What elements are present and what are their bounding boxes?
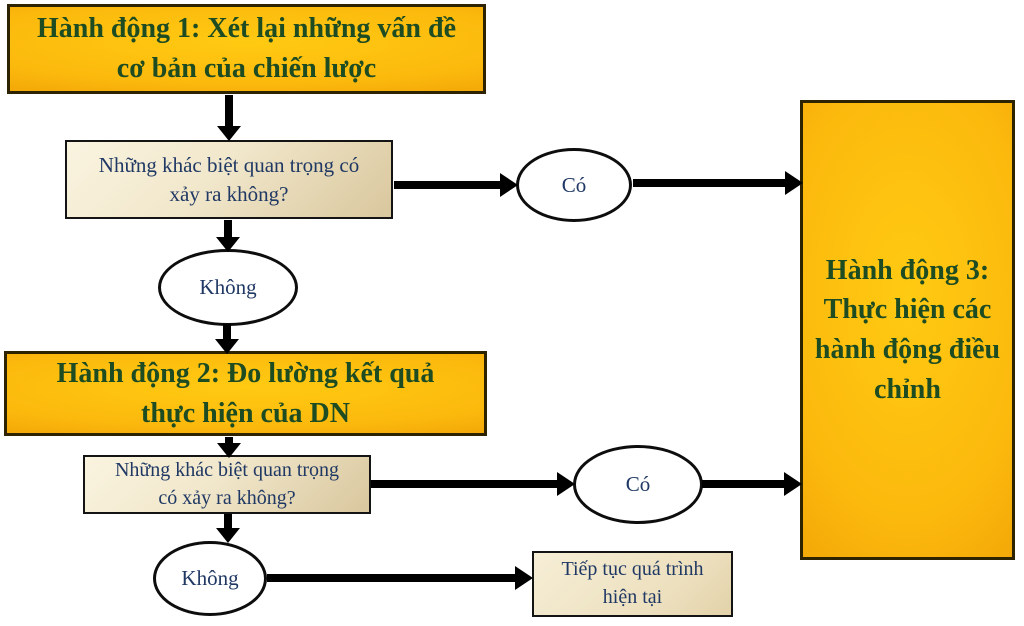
arrow-head (215, 339, 239, 354)
no2-label: Không (181, 566, 239, 591)
arrow-action2-to-question2 (217, 437, 241, 458)
yes1-label: Có (561, 172, 587, 197)
arrow-head (217, 443, 241, 458)
arrow-action1-to-question1 (217, 95, 241, 141)
arrow-no2-to-continue (267, 566, 533, 590)
arrow-head (784, 472, 802, 496)
arrow-shaft (224, 220, 232, 240)
question2-box: Những khác biệt quan trọng có xảy ra khô… (83, 455, 371, 514)
yes1-ellipse: Có (516, 148, 632, 222)
no1-ellipse: Không (158, 249, 298, 326)
arrow-yes1-to-action3 (633, 171, 803, 195)
arrow-head (216, 528, 240, 543)
arrow-shaft (225, 437, 233, 446)
action1-label: Hành động 1: Xét lại những vấn đề cơ bản… (36, 13, 456, 84)
arrow-question1-to-yes1 (394, 173, 518, 197)
arrow-shaft (223, 324, 231, 342)
arrow-head (216, 237, 240, 252)
arrow-head (557, 472, 575, 496)
question1-label: Những khác biệt quan trọng có xảy ra khô… (98, 152, 360, 206)
arrow-head (515, 566, 533, 590)
arrow-shaft (702, 480, 788, 488)
arrow-no1-to-action2 (215, 324, 239, 354)
action1-box: Hành động 1: Xét lại những vấn đề cơ bản… (7, 4, 486, 94)
arrow-yes2-to-action3 (702, 472, 802, 496)
arrow-shaft (633, 179, 789, 187)
continue-label: Tiếp tục quá trình hiện tại (561, 558, 704, 608)
arrow-question2-to-yes2 (371, 472, 575, 496)
continue-box: Tiếp tục quá trình hiện tại (532, 551, 733, 617)
arrow-shaft (224, 514, 232, 531)
arrow-head (500, 173, 518, 197)
arrow-question1-to-no1 (216, 220, 240, 252)
action2-label: Hành động 2: Đo lường kết quả thực hiện … (56, 357, 435, 429)
question2-label: Những khác biệt quan trọng có xảy ra khô… (114, 458, 340, 509)
question1-box: Những khác biệt quan trọng có xảy ra khô… (65, 140, 393, 219)
yes2-label: Có (625, 472, 651, 497)
no2-ellipse: Không (153, 541, 267, 616)
arrow-shaft (225, 95, 233, 129)
arrow-shaft (371, 480, 561, 488)
arrow-head (217, 126, 241, 141)
yes2-ellipse: Có (573, 445, 703, 524)
arrow-question2-to-no2 (216, 514, 240, 543)
arrow-shaft (394, 181, 504, 189)
arrow-head (785, 171, 803, 195)
arrow-shaft (267, 574, 519, 582)
action3-label: Hành động 3: Thực hiện các hành động điề… (814, 254, 1001, 405)
action3-box: Hành động 3: Thực hiện các hành động điề… (800, 100, 1015, 560)
no1-label: Không (199, 275, 257, 300)
action2-box: Hành động 2: Đo lường kết quả thực hiện … (4, 351, 487, 436)
